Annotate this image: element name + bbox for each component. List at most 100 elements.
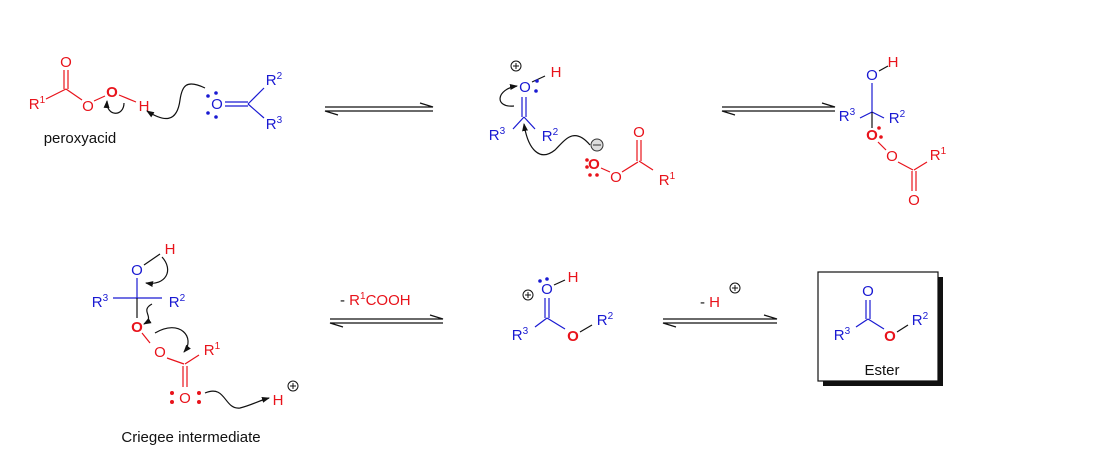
bond — [141, 332, 151, 344]
atom-label-h: H — [139, 98, 150, 115]
negative-charge-icon — [590, 138, 604, 152]
atom-label-o: O — [862, 283, 874, 300]
substituent-label: R3 — [839, 107, 856, 125]
curved-arrow-oh-to-o — [103, 100, 125, 114]
atom-label-o: O — [131, 319, 143, 336]
lone-pairs — [170, 79, 883, 404]
bond — [247, 87, 265, 105]
bond — [859, 111, 873, 119]
atom-label-h: H — [273, 392, 284, 409]
curved-arrow-pi-to-o — [499, 84, 518, 107]
bond — [877, 141, 887, 151]
bond — [531, 75, 546, 83]
bond — [878, 65, 889, 72]
curved-arrows — [103, 83, 591, 409]
bond — [867, 318, 885, 330]
bond — [600, 167, 611, 173]
atom-label-o: O — [519, 79, 531, 96]
bond — [871, 111, 885, 119]
atom-label-o: O — [908, 192, 920, 209]
substituent-label: R2 — [542, 127, 559, 145]
atom-label-o: O — [60, 54, 72, 71]
bond — [512, 116, 525, 130]
substituent-label: R3 — [92, 293, 109, 311]
curved-arrow-anion-to-carbon — [522, 123, 591, 156]
atom-label-o: O — [884, 328, 896, 345]
curved-arrow-migration — [143, 303, 153, 325]
atom-label-o: O — [866, 67, 878, 84]
atom-label-o: O — [541, 281, 553, 298]
atom-label-o: O — [179, 390, 191, 407]
positive-charge-icon — [510, 60, 522, 72]
bond — [143, 253, 161, 266]
atom-label-h: H — [551, 64, 562, 81]
bond — [546, 317, 566, 330]
substituent-label: R2 — [597, 311, 614, 329]
bond — [896, 324, 909, 333]
curved-arrow-oh-to-co — [145, 256, 169, 287]
bond — [523, 116, 536, 130]
atom-label-o: O — [131, 262, 143, 279]
atom-label-o: O — [588, 156, 600, 173]
bond — [855, 318, 869, 328]
substituent-label: R2 — [169, 293, 186, 311]
atom-label-o: O — [633, 124, 645, 141]
equilibrium-arrow-3 — [329, 314, 444, 328]
bond — [247, 103, 265, 119]
atom-label-o: O — [567, 328, 579, 345]
substituent-label: R1 — [930, 146, 947, 164]
atom-label-h: H — [888, 54, 899, 71]
substituent-label: R1 — [659, 171, 676, 189]
bond — [93, 95, 106, 102]
curved-arrow-oo-to-carbon — [154, 327, 191, 353]
atom-label-o: O — [866, 127, 878, 144]
atom-label-h: H — [568, 269, 579, 286]
ester-label: Ester — [864, 362, 899, 379]
positive-charge-icon — [287, 380, 299, 392]
bond — [553, 279, 566, 286]
equilibrium-arrow-4 — [662, 314, 778, 328]
substituent-label: R2 — [266, 71, 283, 89]
substituent-label: R1 — [204, 341, 221, 359]
equilibrium-arrow-2 — [721, 102, 836, 116]
bond — [45, 88, 67, 100]
curved-arrow-carbonyl-to-h — [146, 83, 206, 120]
bond — [118, 94, 137, 103]
reagent-label-r1cooh: - R1COOH — [340, 291, 411, 309]
criegee-intermediate-label: Criegee intermediate — [121, 429, 260, 446]
substituent-label: R3 — [489, 126, 506, 144]
bond — [184, 354, 200, 365]
bond — [166, 357, 185, 365]
bond — [534, 317, 548, 328]
substituent-label: R3 — [266, 115, 283, 133]
equilibrium-arrow-1 — [324, 102, 434, 116]
bond — [65, 88, 83, 101]
bonds — [45, 65, 928, 387]
substituent-label: R2 — [912, 311, 929, 329]
bond — [579, 324, 593, 333]
atom-label-o: O — [154, 344, 166, 361]
atom-label-o: O — [886, 148, 898, 165]
reagent-label-proton: - H — [700, 294, 720, 311]
curved-arrow-o-to-proton — [204, 390, 270, 409]
bond — [638, 160, 654, 171]
atom-label-o: O — [106, 84, 118, 101]
atom-label-h: H — [165, 241, 176, 258]
atom-label-o: O — [82, 98, 94, 115]
bond — [897, 161, 914, 171]
substituent-label: R3 — [834, 326, 851, 344]
peroxyacid-label: peroxyacid — [44, 130, 117, 147]
bond — [621, 161, 639, 173]
positive-charge-icon — [729, 282, 741, 294]
substituent-label: R2 — [889, 109, 906, 127]
substituent-label: R3 — [512, 326, 529, 344]
substituent-label: R1 — [29, 95, 46, 113]
atom-label-o: O — [211, 96, 223, 113]
atom-label-o: O — [610, 169, 622, 186]
positive-charge-icon — [522, 289, 534, 301]
ester-product-box — [817, 271, 943, 386]
bond — [913, 161, 928, 171]
